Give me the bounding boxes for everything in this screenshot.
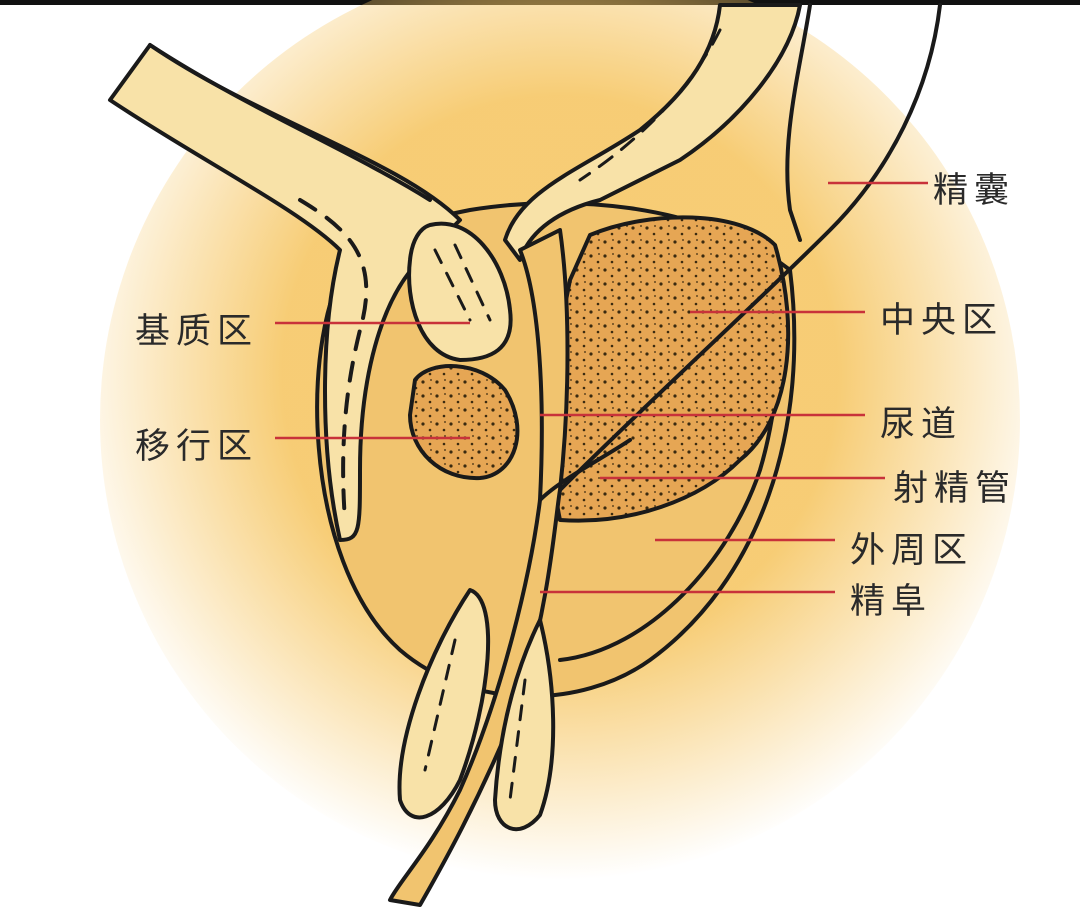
label-seminal-vesicle: 精囊 <box>933 171 1016 211</box>
leader-lines <box>275 181 928 594</box>
lower-flap-right <box>493 618 556 832</box>
transition-zone <box>408 364 520 481</box>
stroma-region <box>407 221 513 362</box>
lower-flap-left <box>397 588 491 820</box>
label-verumontanum: 精阜 <box>850 582 933 622</box>
label-ejaculatory-duct: 射精管 <box>893 469 1017 509</box>
label-urethra: 尿道 <box>880 405 963 445</box>
label-transition-zone: 移行区 <box>135 427 259 467</box>
label-central-zone: 中央区 <box>880 301 1004 341</box>
label-peripheral-zone: 外周区 <box>850 531 974 571</box>
label-stroma: 基质区 <box>135 312 259 352</box>
